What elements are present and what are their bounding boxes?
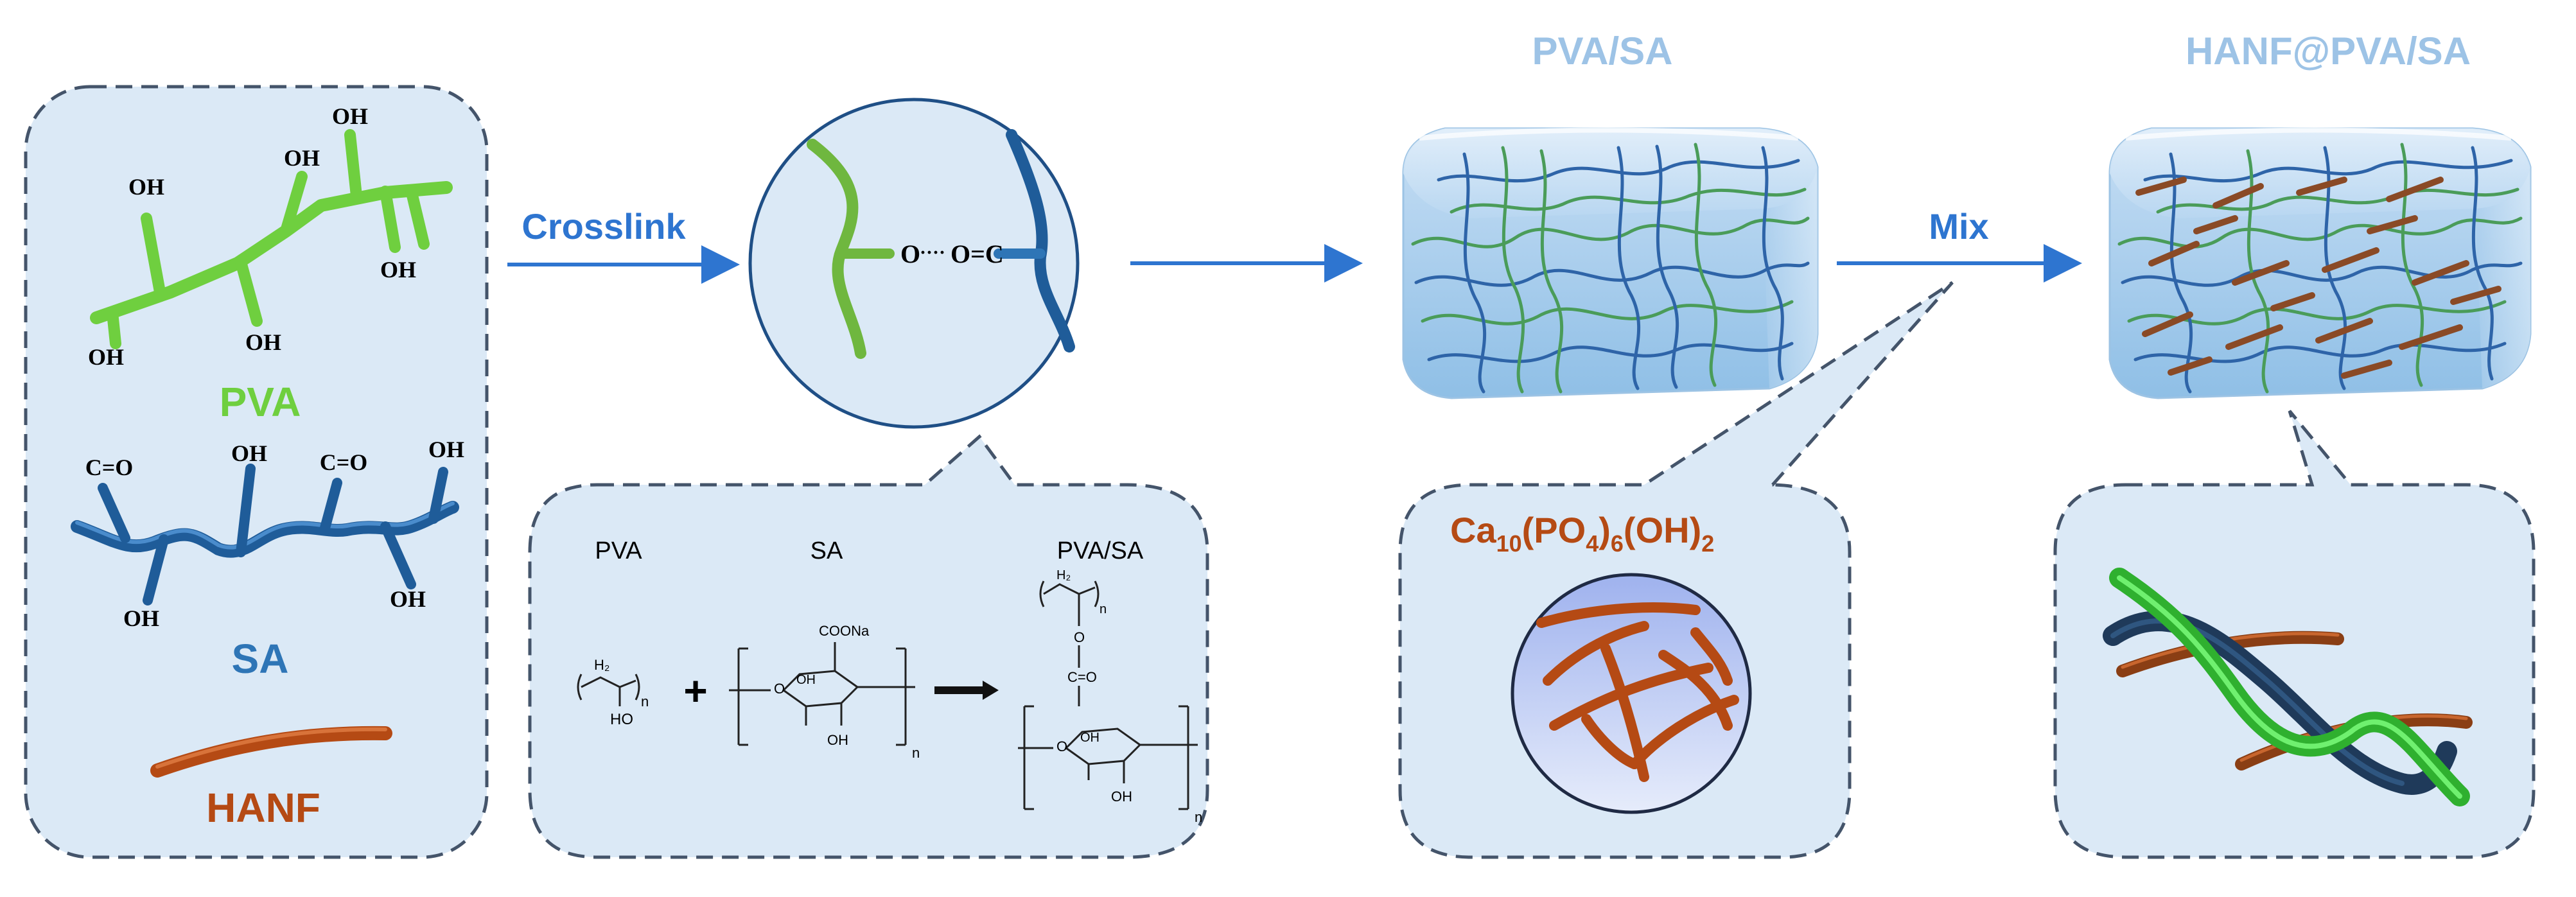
mix-label: Mix bbox=[1929, 206, 1988, 247]
composite-fibers-icon bbox=[2103, 568, 2473, 806]
product-n-top-text: n bbox=[1100, 602, 1107, 616]
hanf-pva-sa-title: HANF@PVA/SA bbox=[2186, 30, 2471, 73]
product-co-text: C=O bbox=[1067, 669, 1097, 685]
ha-nanofibers-icon bbox=[1536, 602, 1739, 782]
hydroxyapatite-formula: Ca10(PO4)6(OH)2 bbox=[1450, 510, 1714, 557]
bond-o-left: O bbox=[900, 239, 920, 268]
product-oh-a-text: OH bbox=[1080, 731, 1100, 745]
pva-h2-text: H₂ bbox=[594, 657, 609, 673]
product-oh-b-text: OH bbox=[1111, 788, 1132, 805]
crosslink-bond-circle: O ···· O=C bbox=[748, 98, 1080, 429]
coona-text: COONa bbox=[819, 623, 870, 639]
product-structure-icon: H₂ n O C=O O OH OH n bbox=[1018, 568, 1202, 825]
sa-oh-4: OH bbox=[390, 586, 426, 612]
sa-oh-a-text: OH bbox=[796, 673, 816, 687]
product-ring-o-text: O bbox=[1056, 738, 1067, 754]
pva-oh-2: OH bbox=[284, 145, 320, 171]
pva-oh-4: OH bbox=[380, 257, 416, 283]
pva-oh-3: OH bbox=[332, 103, 368, 129]
sa-co-2: C=O bbox=[320, 449, 368, 475]
sa-molecule-icon: C=O OH C=O OH OH OH bbox=[71, 437, 464, 631]
hanf-fiber-icon bbox=[150, 726, 392, 778]
pva-sa-hydrogel-icon bbox=[1402, 127, 1819, 399]
product-h2-text: H₂ bbox=[1056, 568, 1071, 582]
sa-label: SA bbox=[232, 636, 289, 682]
sa-oh-3: OH bbox=[123, 605, 159, 631]
sa-ring-o-text: O bbox=[774, 681, 785, 697]
reaction-product-header: PVA/SA bbox=[1057, 537, 1144, 564]
reaction-sa-header: SA bbox=[810, 537, 843, 564]
pva-label: PVA bbox=[220, 379, 301, 425]
materials-panel: OH OH OH OH OH OH PVA C=O OH C=O OH OH O… bbox=[24, 85, 489, 859]
bond-o-c: O=C bbox=[951, 239, 1004, 268]
product-o-text: O bbox=[1074, 629, 1085, 645]
sa-structure-icon: COONa O OH OH n bbox=[729, 623, 920, 761]
product-n-bottom-text: n bbox=[1195, 809, 1202, 825]
crosslink-label: Crosslink bbox=[521, 206, 686, 247]
hanf-label: HANF bbox=[206, 785, 320, 831]
plus-sign: + bbox=[683, 668, 707, 714]
pva-n-text: n bbox=[641, 693, 649, 710]
hydroxyapatite-panel: Ca10(PO4)6(OH)2 bbox=[1398, 281, 1954, 859]
reaction-pva-header: PVA bbox=[595, 537, 642, 564]
sa-oh-b-text: OH bbox=[827, 732, 848, 748]
sa-oh-1: OH bbox=[231, 440, 267, 466]
bond-dots: ···· bbox=[920, 242, 945, 263]
pva-sa-title: PVA/SA bbox=[1532, 30, 1673, 73]
sa-n-text: n bbox=[912, 745, 920, 761]
sa-co-1: C=O bbox=[85, 455, 134, 480]
pva-ho-text: HO bbox=[610, 711, 633, 728]
pva-structure-icon: H₂ HO n bbox=[577, 657, 649, 728]
composite-panel bbox=[2053, 410, 2536, 859]
pva-oh-6: OH bbox=[245, 329, 281, 355]
sa-oh-2: OH bbox=[428, 437, 464, 462]
pva-oh-1: OH bbox=[128, 174, 164, 200]
pva-molecule-icon: OH OH OH OH OH OH bbox=[88, 103, 453, 370]
hanf-pva-sa-hydrogel-icon bbox=[2108, 127, 2532, 399]
reaction-panel: PVA SA PVA/SA H₂ HO n + bbox=[528, 434, 1209, 859]
pva-oh-5: OH bbox=[88, 344, 124, 370]
